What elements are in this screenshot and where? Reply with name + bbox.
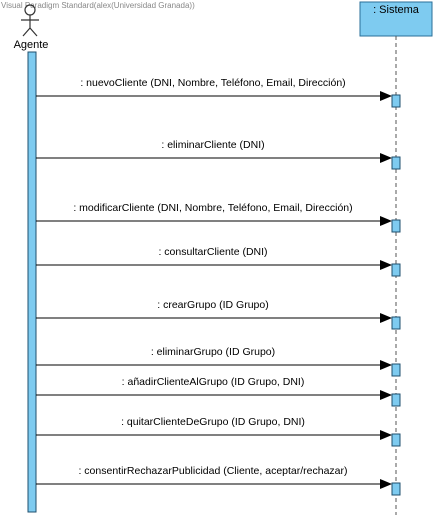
messages-group: : nuevoCliente (DNI, Nombre, Teléfono, E… (36, 77, 401, 496)
system-activation-box (391, 393, 401, 407)
actor-name: Agente (14, 39, 49, 51)
message-label: : crearGrupo (ID Grupo) (157, 299, 268, 311)
message-arrowhead-icon (380, 260, 392, 270)
system-activation-box (391, 94, 401, 108)
system-activation-box (391, 219, 401, 233)
actor-activation-bar (27, 51, 37, 513)
message-label: : eliminarGrupo (ID Grupo) (151, 346, 275, 358)
message-arrowhead-icon (380, 91, 392, 101)
message-arrowhead-icon (380, 479, 392, 489)
message-label: : añadirClienteAlGrupo (ID Grupo, DNI) (122, 376, 305, 388)
message-arrowhead-icon (380, 430, 392, 440)
message-label: : consentirRechazarPublicidad (Cliente, … (78, 465, 347, 477)
system-activation-box (391, 433, 401, 447)
system-activation-box (391, 263, 401, 277)
system-lifeline-head (359, 1, 433, 37)
message-arrowhead-icon (380, 216, 392, 226)
message-arrowhead-icon (380, 313, 392, 323)
message-arrowhead-icon (380, 360, 392, 370)
message-label: : consultarCliente (DNI) (158, 246, 267, 258)
system-name: : Sistema (373, 4, 420, 16)
message-label: : eliminarCliente (DNI) (161, 139, 264, 151)
system-activation-box (391, 482, 401, 496)
message-label: : modificarCliente (DNI, Nombre, Teléfon… (73, 202, 352, 214)
message-arrowhead-icon (380, 153, 392, 163)
system-activation-box (391, 363, 401, 377)
system-activation-box (391, 156, 401, 170)
system-activation-box (391, 316, 401, 330)
stick-figure-actor-icon (21, 4, 39, 37)
message-arrowhead-icon (380, 390, 392, 400)
watermark-text: Visual Paradigm Standard(alex(Universida… (1, 1, 195, 10)
message-label: : nuevoCliente (DNI, Nombre, Teléfono, E… (80, 77, 345, 89)
message-label: : quitarClienteDeGrupo (ID Grupo, DNI) (121, 416, 305, 428)
